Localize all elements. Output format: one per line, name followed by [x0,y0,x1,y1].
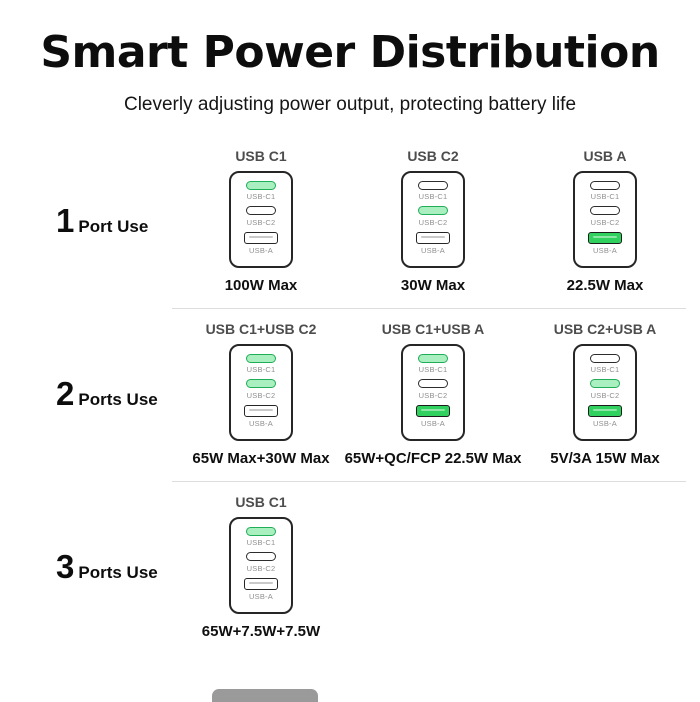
usb-c1-port-icon [246,526,276,536]
row-3-label: 3 Ports Use [0,548,175,586]
charger-diagram: USB-C1 USB-C2 USB-A [401,171,465,269]
usb-c2-port-label: USB-C2 [246,563,276,573]
usb-c1-port-icon [590,353,620,363]
usb-c2-port-icon [590,206,620,216]
usb-a-port-icon [244,404,278,417]
power-value: 100W Max [224,277,298,295]
row-1-port-use: 1 Port Use USB C1 USB-C1 USB-C2 USB-A 10… [0,136,700,308]
usb-c2-port-label: USB-C2 [418,390,448,400]
content-rows: 1 Port Use USB C1 USB-C1 USB-C2 USB-A 10… [0,136,700,654]
usb-c2-port-label: USB-C2 [418,217,448,227]
header: Smart Power Distribution Cleverly adjust… [0,0,700,116]
usb-c1-port-label: USB-C1 [246,192,276,202]
cutoff-gray-shape [212,689,318,702]
power-value: 5V/3A 15W Max [550,450,660,468]
row-number: 1 [56,202,75,240]
usb-a-port-label: USB-A [593,419,617,429]
usb-c2-port-icon [418,379,448,389]
charger-diagram: USB-C1 USB-C2 USB-A [229,517,293,615]
usb-c2-port-label: USB-C2 [246,390,276,400]
usb-c2-port-icon [246,552,276,562]
usb-c1-port-label: USB-C1 [246,538,276,548]
usb-a-port-label: USB-A [249,592,273,602]
power-value: 65W+QC/FCP 22.5W Max [344,450,522,468]
usb-c1-port-label: USB-C1 [418,365,448,375]
row-3-ports-use: 3 Ports Use USB C1 USB-C1 USB-C2 USB-A 6… [0,482,700,654]
charger-card-c2-a: USB C2+USB A USB-C1 USB-C2 USB-A 5V/3A 1… [519,321,691,467]
charger-card-3ports: USB C1 USB-C1 USB-C2 USB-A 65W+7.5W+7.5W [175,494,347,640]
usb-c1-port-icon [590,180,620,190]
usb-c2-port-label: USB-C2 [246,217,276,227]
charger-card-c1-c2: USB C1+USB C2 USB-C1 USB-C2 USB-A 65W Ma… [175,321,347,467]
charger-title: USB C2+USB A [553,321,657,338]
usb-a-port-icon [416,404,450,417]
usb-c1-port-icon [246,353,276,363]
usb-c2-port-icon [246,206,276,216]
usb-c1-port-icon [418,353,448,363]
usb-c1-port-icon [246,180,276,190]
charger-card-usb-c2: USB C2 USB-C1 USB-C2 USB-A 30W Max [347,148,519,294]
charger-diagram: USB-C1 USB-C2 USB-A [229,171,293,269]
usb-a-port-icon [244,577,278,590]
power-value: 65W+7.5W+7.5W [201,623,321,641]
charger-diagram: USB-C1 USB-C2 USB-A [401,344,465,442]
usb-c2-port-icon [590,379,620,389]
charger-title: USB C1+USB C2 [205,321,317,338]
charger-card-c1-a: USB C1+USB A USB-C1 USB-C2 USB-A 65W+QC/… [344,321,522,468]
usb-a-port-icon [588,404,622,417]
usb-c1-port-label: USB-C1 [246,365,276,375]
row-divider [172,481,686,483]
page-subtitle: Cleverly adjusting power output, protect… [123,94,577,116]
power-value: 65W Max+30W Max [192,450,330,468]
usb-c2-port-label: USB-C2 [590,390,620,400]
row-1-label: 1 Port Use [0,202,175,240]
power-value: 30W Max [400,277,466,295]
usb-a-port-icon [416,231,450,244]
usb-a-port-icon [588,231,622,244]
usb-c2-port-icon [418,206,448,216]
usb-c2-port-label: USB-C2 [590,217,620,227]
usb-c2-port-icon [246,379,276,389]
usb-c1-port-label: USB-C1 [418,192,448,202]
usb-a-port-icon [244,231,278,244]
row-number: 2 [56,375,75,413]
row-2-ports-use: 2 Ports Use USB C1+USB C2 USB-C1 USB-C2 … [0,309,700,481]
row-label-text: Port Use [78,217,149,237]
usb-a-port-label: USB-A [593,246,617,256]
charger-card-usb-a: USB A USB-C1 USB-C2 USB-A 22.5W Max [519,148,691,294]
charger-diagram: USB-C1 USB-C2 USB-A [573,171,637,269]
usb-a-port-label: USB-A [421,419,445,429]
charger-title: USB C1 [235,148,287,165]
charger-title: USB A [583,148,627,165]
page-title: Smart Power Distribution [40,27,660,78]
charger-diagram: USB-C1 USB-C2 USB-A [229,344,293,442]
row-2-label: 2 Ports Use [0,375,175,413]
row-label-text: Ports Use [78,390,158,410]
usb-a-port-label: USB-A [249,246,273,256]
usb-a-port-label: USB-A [249,419,273,429]
row-divider [172,308,686,310]
charger-title: USB C1 [235,494,287,511]
charger-title: USB C2 [407,148,459,165]
row-label-text: Ports Use [78,563,158,583]
charger-diagram: USB-C1 USB-C2 USB-A [573,344,637,442]
row-number: 3 [56,548,75,586]
charger-title: USB C1+USB A [381,321,485,338]
usb-c1-port-label: USB-C1 [590,365,620,375]
usb-c1-port-label: USB-C1 [590,192,620,202]
power-value: 22.5W Max [566,277,644,295]
charger-card-usb-c1: USB C1 USB-C1 USB-C2 USB-A 100W Max [175,148,347,294]
usb-c1-port-icon [418,180,448,190]
usb-a-port-label: USB-A [421,246,445,256]
